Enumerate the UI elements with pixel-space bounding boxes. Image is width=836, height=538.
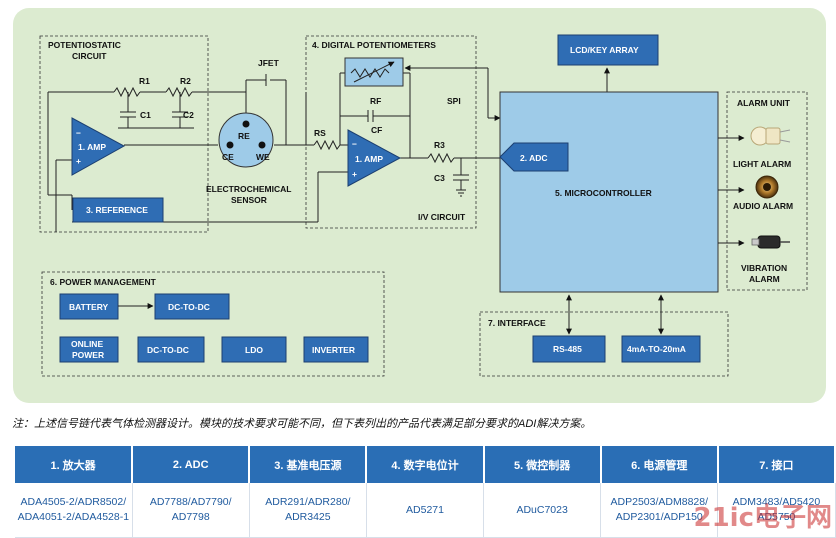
microcontroller-block — [499, 91, 719, 293]
adc-label: 2. ADC — [520, 153, 548, 163]
re-electrode — [242, 120, 250, 128]
cell-digital-pot: AD5271 — [366, 483, 485, 538]
lcd-key-array-block — [557, 34, 659, 66]
online-power-block — [59, 336, 119, 363]
ce-electrode — [226, 141, 234, 149]
online-power-label-line1: ONLINE — [71, 339, 103, 349]
watermark-logo: 21ic电子网 — [693, 503, 832, 533]
spi-label: SPI — [447, 96, 461, 106]
header-power: 6. 电源管理 — [600, 446, 719, 483]
amp-2-triangle — [347, 129, 402, 187]
audio-alarm-label: AUDIO ALARM — [733, 201, 793, 211]
alarm-unit-box — [726, 91, 808, 291]
alarm-arrows — [718, 135, 745, 246]
vibration-alarm-label-line1: VIBRATION — [741, 263, 787, 273]
we-electrode — [258, 141, 266, 149]
c1-label: C1 — [140, 110, 151, 120]
ldo-block — [221, 336, 287, 363]
header-microcontroller: 5. 微控制器 — [483, 446, 602, 483]
electrochemical-sensor — [218, 112, 274, 168]
gas-detector-block-diagram: POTENTIOSTATIC CIRCUIT 4. DIGITAL POTENT… — [13, 8, 826, 403]
potentiostatic-subtitle: CIRCUIT — [72, 51, 107, 61]
amp-1-plus: + — [76, 156, 81, 166]
potentiostatic-title: POTENTIOSTATIC — [48, 40, 121, 50]
rs485-block — [532, 335, 606, 363]
cell-reference: ADR291/ADR280/ADR3425 — [249, 483, 367, 538]
battery-label: BATTERY — [69, 302, 109, 312]
inverter-label: INVERTER — [312, 345, 355, 355]
microcontroller-label: 5. MICROCONTROLLER — [555, 188, 652, 198]
cell-amplifier: ADA4505-2/ADR8502/ADA4051-2/ADA4528-1 — [15, 483, 133, 538]
potentiostatic-circuit-box — [39, 35, 209, 233]
alarm-unit-title: ALARM UNIT — [737, 98, 791, 108]
sensor-label-line1: ELECTROCHEMICAL — [206, 184, 291, 194]
amp-1-minus: − — [76, 128, 81, 138]
online-power-label-line2: POWER — [72, 350, 104, 360]
vibration-motor-icon — [751, 235, 790, 249]
amp-2-minus: − — [352, 139, 357, 149]
r3-label: R3 — [434, 140, 445, 150]
lcd-key-array-label: LCD/KEY ARRAY — [570, 45, 639, 55]
interface-box — [479, 311, 729, 377]
interface-arrows — [566, 294, 664, 335]
battery-block — [59, 293, 119, 320]
header-reference: 3. 基准电压源 — [249, 446, 368, 483]
cell-microcontroller: ADuC7023 — [483, 483, 602, 538]
r2-label: R2 — [180, 76, 191, 86]
ldo-label: LDO — [245, 345, 263, 355]
iv-circuit-wiring — [306, 72, 500, 197]
cell-adc: AD7788/AD7790/AD7798 — [132, 483, 250, 538]
light-alarm-label: LIGHT ALARM — [733, 159, 791, 169]
iv-circuit-label: I/V CIRCUIT — [418, 212, 466, 222]
rs-label: RS — [314, 128, 326, 138]
c2-label: C2 — [183, 110, 194, 120]
rf-label: RF — [370, 96, 381, 106]
jfet-label: JFET — [258, 58, 280, 68]
led-icon — [750, 126, 791, 146]
amp-1-triangle — [71, 117, 126, 176]
header-digital-pot: 4. 数字电位计 — [366, 446, 485, 483]
amp-1-label: 1. AMP — [78, 142, 106, 152]
header-adc: 2. ADC — [132, 446, 251, 483]
interface-title: 7. INTERFACE — [488, 318, 546, 328]
ce-label: CE — [222, 152, 234, 162]
digital-potentiometers-title: 4. DIGITAL POTENTIOMETERS — [312, 40, 436, 50]
we-label: WE — [256, 152, 270, 162]
vibration-alarm-label-line2: ALARM — [749, 274, 780, 284]
dcdc-block-2 — [137, 336, 205, 363]
cf-label: CF — [371, 125, 382, 135]
dcdc-label-1: DC-TO-DC — [168, 302, 210, 312]
c3-label: C3 — [434, 173, 445, 183]
table-row: ADA4505-2/ADR8502/ADA4051-2/ADA4528-1 AD… — [15, 483, 836, 538]
reference-block — [72, 197, 164, 223]
sensor-label-line2: SENSOR — [231, 195, 267, 205]
re-label: RE — [238, 131, 250, 141]
amp-2-label: 1. AMP — [355, 154, 383, 164]
inverter-block — [303, 336, 369, 363]
rs485-label: RS-485 — [553, 344, 582, 354]
potentiometer-resistor-symbol — [350, 62, 394, 83]
adi-solutions-table: 1. 放大器 2. ADC 3. 基准电压源 4. 数字电位计 5. 微控制器 … — [15, 446, 836, 538]
reference-label: 3. REFERENCE — [86, 205, 148, 215]
dcdc-block-1 — [154, 293, 230, 320]
spi-link — [404, 65, 501, 121]
r1-label: R1 — [139, 76, 150, 86]
header-amplifier: 1. 放大器 — [15, 446, 134, 483]
power-management-box — [41, 271, 385, 377]
adc-block — [499, 142, 569, 172]
current-loop-block — [621, 335, 701, 363]
table-header-row: 1. 放大器 2. ADC 3. 基准电压源 4. 数字电位计 5. 微控制器 … — [15, 446, 836, 483]
header-interface: 7. 接口 — [717, 446, 836, 483]
current-loop-label: 4mA-TO-20mA — [627, 344, 686, 354]
footnote: 注：上述信号链代表气体检测器设计。模块的技术要求可能不同，但下表列出的产品代表满… — [12, 418, 592, 430]
power-management-title: 6. POWER MANAGEMENT — [50, 277, 157, 287]
dcdc-label-2: DC-TO-DC — [147, 345, 189, 355]
amp-2-plus: + — [352, 169, 357, 179]
cell-power: ADP2503/ADM8828/ADP2301/ADP150 — [600, 483, 719, 538]
speaker-icon — [755, 175, 779, 199]
